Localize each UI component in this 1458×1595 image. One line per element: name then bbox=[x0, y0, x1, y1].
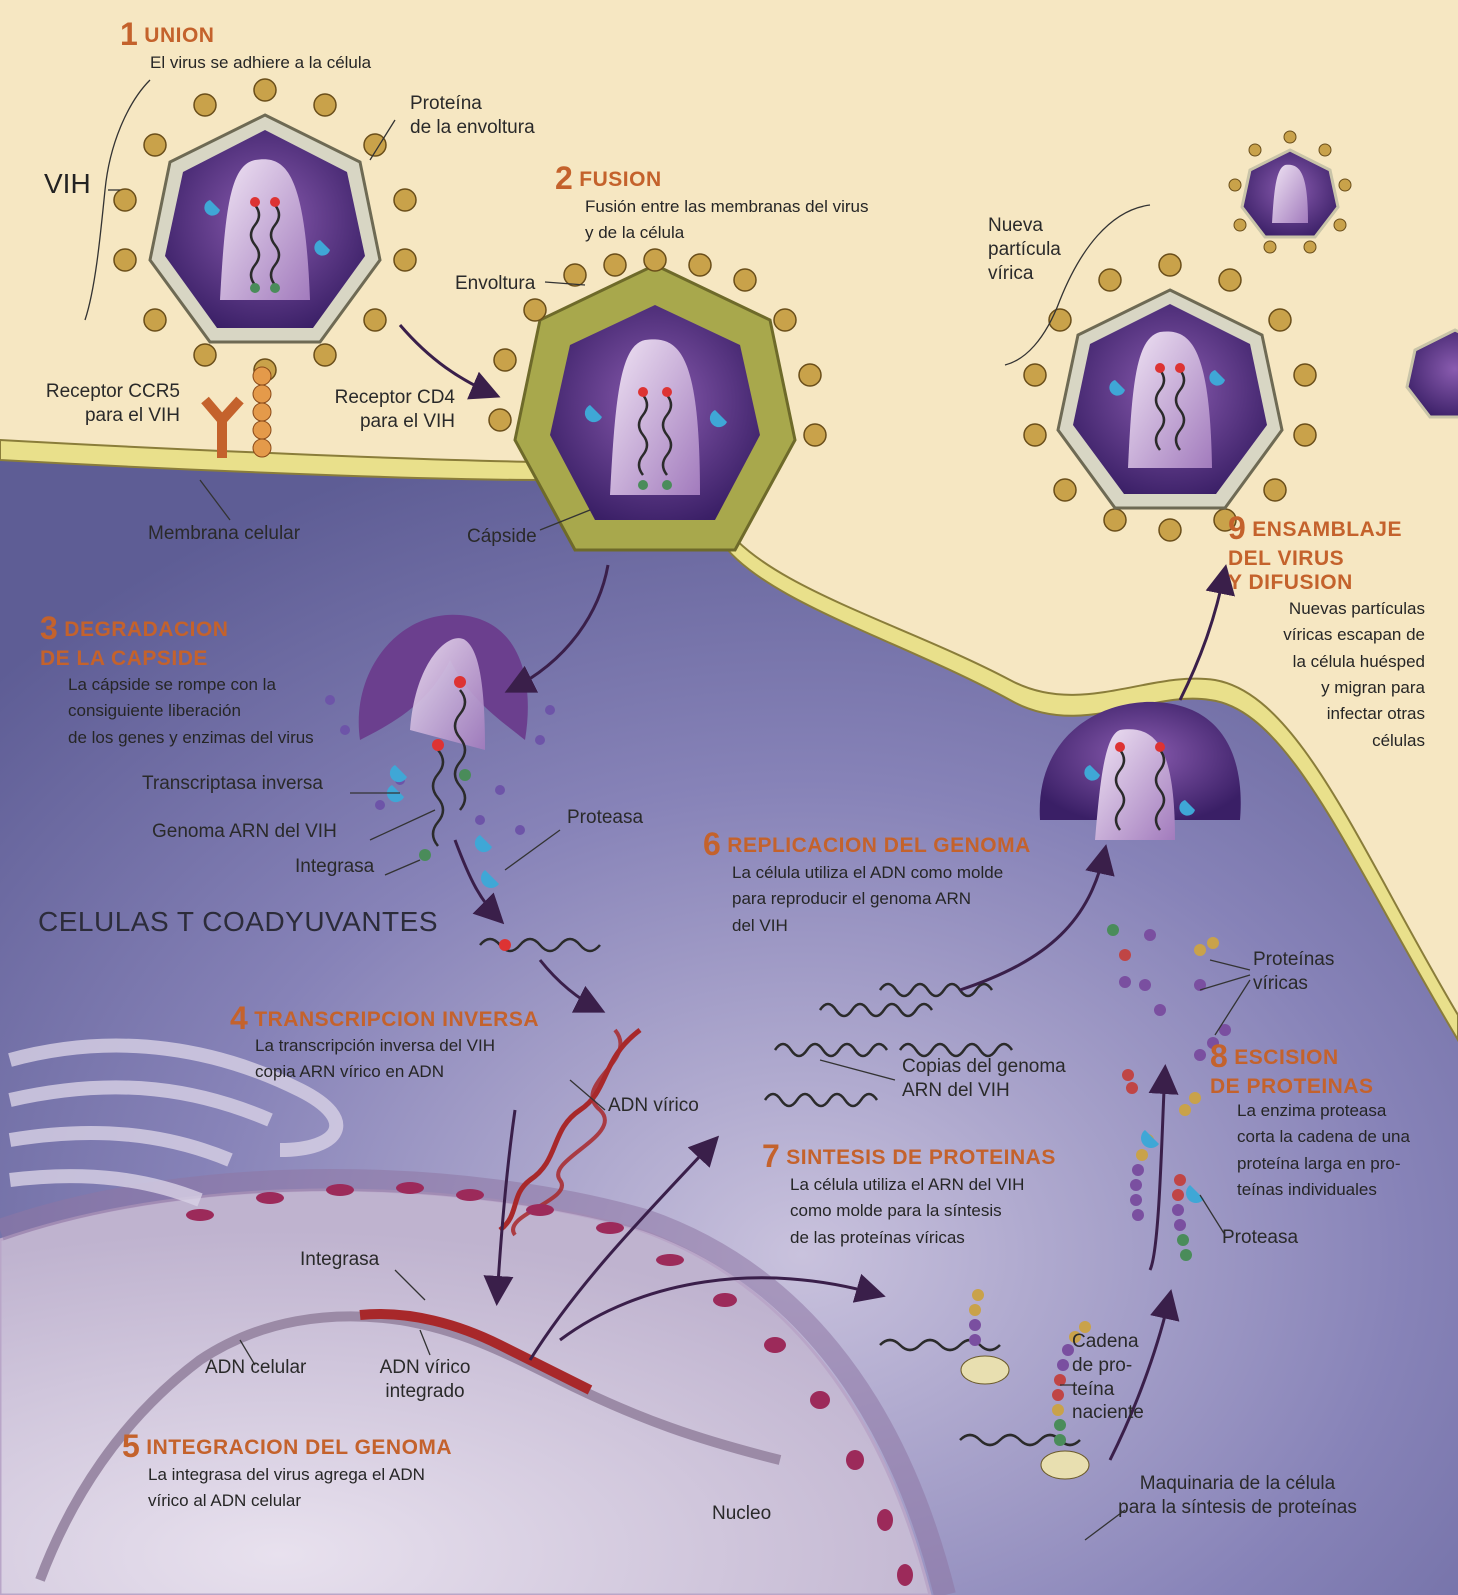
step-8-description: La enzima proteasa corta la cadena de un… bbox=[1237, 1098, 1410, 1203]
step-7-title-text: SINTESIS DE PROTEINAS bbox=[786, 1146, 1056, 1169]
step-2-title-text: FUSION bbox=[579, 168, 661, 191]
step-5-title: 5 INTEGRACION DEL GENOMA bbox=[122, 1428, 452, 1465]
step-1-number: 1 bbox=[120, 16, 138, 52]
rna-genome-label: Genoma ARN del VIH bbox=[152, 820, 337, 844]
helper-t-cells-label: CELULAS T COADYUVANTES bbox=[38, 906, 438, 938]
step-1-title: 1 UNION bbox=[120, 16, 214, 53]
step-3-description: La cápside se rompe con la consiguiente … bbox=[68, 672, 314, 751]
step-3-number: 3 bbox=[40, 610, 58, 646]
step-6-description: La célula utiliza el ADN como molde para… bbox=[732, 860, 1003, 939]
step-6-title-text: REPLICACION DEL GENOMA bbox=[727, 834, 1030, 857]
step-5-title-text: INTEGRACION DEL GENOMA bbox=[146, 1436, 452, 1459]
protease-label-1: Proteasa bbox=[567, 806, 643, 830]
step-4-number: 4 bbox=[230, 1000, 248, 1036]
step-9-number: 9 bbox=[1228, 510, 1246, 546]
step-4-title-text: TRANSCRIPCION INVERSA bbox=[254, 1008, 539, 1031]
nucleus-label: Nucleo bbox=[712, 1502, 771, 1526]
step-6-number: 6 bbox=[703, 826, 721, 862]
reverse-transcriptase-label: Transcriptasa inversa bbox=[142, 772, 323, 796]
cellular-dna-label: ADN celular bbox=[205, 1356, 306, 1380]
ccr5-receptor-label: Receptor CCR5 para el VIH bbox=[25, 380, 180, 428]
step-7-title: 7 SINTESIS DE PROTEINAS bbox=[762, 1138, 1056, 1175]
integrated-dna-label: ADN vírico integrado bbox=[370, 1356, 480, 1404]
nascent-chain-label: Cadena de pro- teína naciente bbox=[1072, 1330, 1144, 1425]
viral-proteins-label: Proteínas víricas bbox=[1253, 948, 1334, 996]
protein-machinery-label: Maquinaria de la célula para la síntesis… bbox=[1100, 1472, 1375, 1520]
envelope-label: Envoltura bbox=[455, 272, 535, 296]
envelope-protein-label: Proteína de la envoltura bbox=[410, 92, 535, 140]
cd4-receptor-label: Receptor CD4 para el VIH bbox=[320, 386, 455, 434]
protease-label-2: Proteasa bbox=[1222, 1226, 1298, 1250]
step-1-title-text: UNION bbox=[144, 24, 214, 47]
integrase-label-2: Integrasa bbox=[300, 1248, 379, 1272]
step-1-description: El virus se adhiere a la célula bbox=[150, 50, 371, 76]
step-8-number: 8 bbox=[1210, 1038, 1228, 1074]
step-4-description: La transcripción inversa del VIH copia A… bbox=[255, 1033, 495, 1086]
step-4-title: 4 TRANSCRIPCION INVERSA bbox=[230, 1000, 539, 1037]
rna-copies-label: Copias del genoma ARN del VIH bbox=[902, 1055, 1066, 1103]
vih-label: VIH bbox=[44, 168, 91, 200]
step-2-title: 2 FUSION bbox=[555, 160, 662, 197]
step-5-description: La integrasa del virus agrega el ADN vír… bbox=[148, 1462, 425, 1515]
step-9-description: Nuevas partículas víricas escapan de la … bbox=[1255, 596, 1425, 754]
step-7-number: 7 bbox=[762, 1138, 780, 1174]
step-2-number: 2 bbox=[555, 160, 573, 196]
step-8-title-text: ESCISION DE PROTEINAS bbox=[1210, 1046, 1374, 1098]
capsid-label: Cápside bbox=[467, 525, 537, 549]
viral-dna-label: ADN vírico bbox=[608, 1094, 699, 1118]
step-3-title-text: DEGRADACION DE LA CAPSIDE bbox=[40, 618, 228, 670]
step-7-description: La célula utiliza el ARN del VIH como mo… bbox=[790, 1172, 1024, 1251]
step-2-description: Fusión entre las membranas del virus y d… bbox=[585, 194, 868, 247]
step-9-title-text: ENSAMBLAJE DEL VIRUS Y DIFUSION bbox=[1228, 518, 1402, 594]
step-5-number: 5 bbox=[122, 1428, 140, 1464]
rna-end-marker bbox=[499, 939, 511, 951]
step-6-title: 6 REPLICACION DEL GENOMA bbox=[703, 826, 1031, 863]
cd4-receptor bbox=[253, 367, 271, 457]
new-particle-label: Nueva partícula vírica bbox=[988, 214, 1061, 285]
cell-membrane-label: Membrana celular bbox=[148, 522, 300, 546]
integrase-label-1: Integrasa bbox=[295, 855, 374, 879]
